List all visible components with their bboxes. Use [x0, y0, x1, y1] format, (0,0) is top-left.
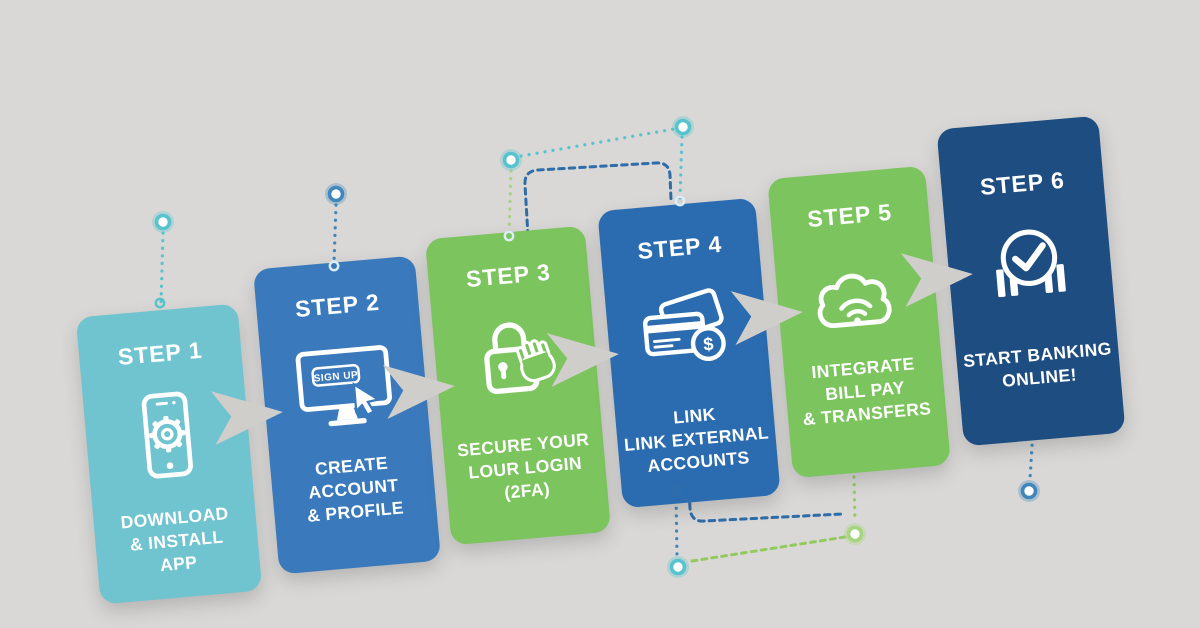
lock-hand-icon — [463, 301, 568, 413]
connector-node — [672, 116, 694, 138]
junction-ring — [154, 297, 166, 309]
step-caption: INTEGRATE BILL PAY & TRANSFERS — [801, 353, 933, 430]
step-caption: LINK LINK EXTERNAL ACCOUNTS — [623, 403, 770, 476]
step-title: STEP 5 — [806, 198, 894, 233]
step-card-1: STEP 1 DOWNL — [75, 303, 263, 605]
step-title: STEP 3 — [464, 258, 552, 293]
connector-line — [852, 475, 857, 524]
connector-line — [678, 135, 684, 200]
step-card-2: STEP 2 SIGN UP CREATE ACCOUNT & PROFILE — [252, 255, 442, 575]
sign-up-label: SIGN UP — [313, 370, 358, 385]
step-title: STEP 6 — [979, 166, 1066, 201]
connector-line — [159, 231, 165, 307]
cloud-wifi-icon — [804, 241, 909, 353]
step-caption: CREATE ACCOUNT & PROFILE — [306, 452, 405, 526]
connector-node — [152, 211, 174, 233]
step-card-4: STEP 4 $ LINK LINK EXTERNAL ACCOUNTS — [597, 197, 781, 509]
step-card-3: STEP 3 SECURE YOUR LOUR LOGIN (2FA) — [424, 225, 612, 546]
connector-node — [844, 523, 866, 545]
credit-cards-dollar-icon: $ — [634, 273, 741, 385]
smartphone-gear-icon — [121, 380, 214, 491]
step-caption: DOWNLOAD & INSTALL APP — [119, 502, 230, 576]
connector-line — [690, 535, 847, 563]
connector-node — [667, 556, 689, 578]
step-title: STEP 2 — [294, 288, 381, 323]
connector-line — [332, 203, 338, 265]
connector-node — [325, 183, 347, 205]
step-caption: SECURE YOUR LOUR LOGIN (2FA) — [456, 428, 590, 503]
bank-check-icon — [979, 209, 1080, 321]
connector-node — [500, 149, 522, 171]
step-card-6: STEP 6 START BANKING ONLINE! — [936, 115, 1126, 447]
step-caption: START BANKING ONLINE! — [962, 338, 1113, 391]
connector-line — [507, 169, 513, 235]
dollar-sign-label: $ — [702, 334, 714, 355]
connector-node — [1018, 480, 1040, 502]
connector-line — [519, 127, 676, 158]
monitor-signup-icon: SIGN UP — [290, 331, 399, 443]
step-title: STEP 1 — [116, 336, 204, 371]
cursor-icon — [352, 382, 382, 417]
step-card-5: STEP 5 INTEGRATE BILL PAY & TRANSFERS — [767, 165, 951, 479]
step-title: STEP 4 — [636, 230, 724, 265]
